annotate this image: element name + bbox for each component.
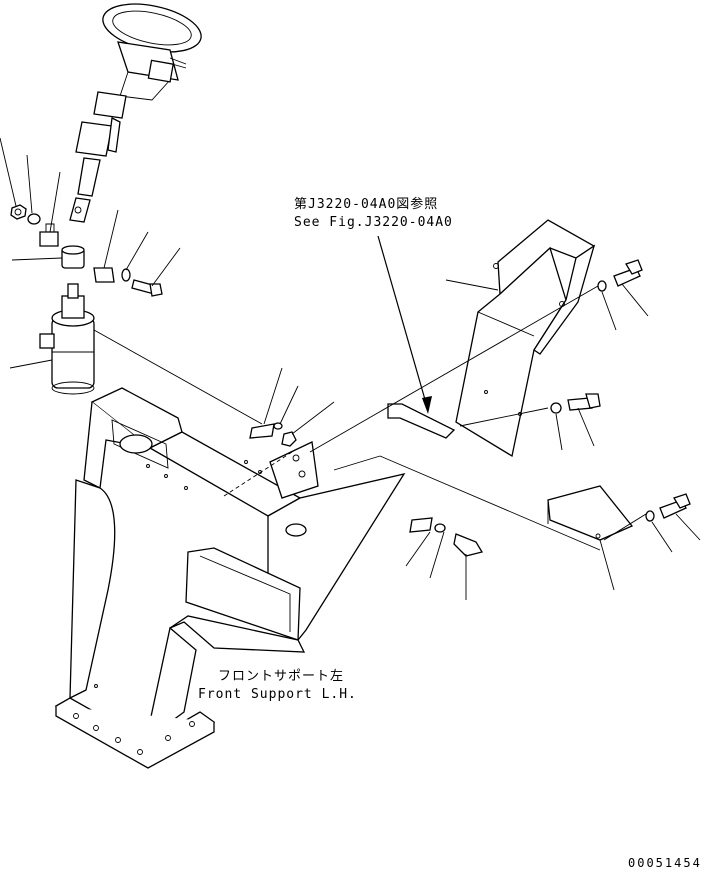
reference-leader: [377, 235, 432, 414]
center-hardware: [249, 367, 484, 600]
support-label-en: Front Support L.H.: [198, 687, 357, 702]
steering-valve: [39, 283, 95, 395]
hardware-small-parts: [10, 204, 163, 297]
bolts-right: [309, 259, 701, 591]
side-cover-panel: [387, 219, 596, 458]
leader-lines-left: [0, 137, 263, 425]
drawing-code: 00051454: [628, 856, 702, 870]
steering-wheel: [102, 3, 202, 101]
reference-label-en: See Fig.J3220-04A0: [294, 215, 453, 230]
support-label-jp: フロントサポート左: [218, 669, 345, 684]
front-support-frame: [54, 387, 406, 769]
steering-column: [69, 91, 127, 223]
reference-label-jp: 第J3220-04A0図参照: [294, 197, 439, 212]
